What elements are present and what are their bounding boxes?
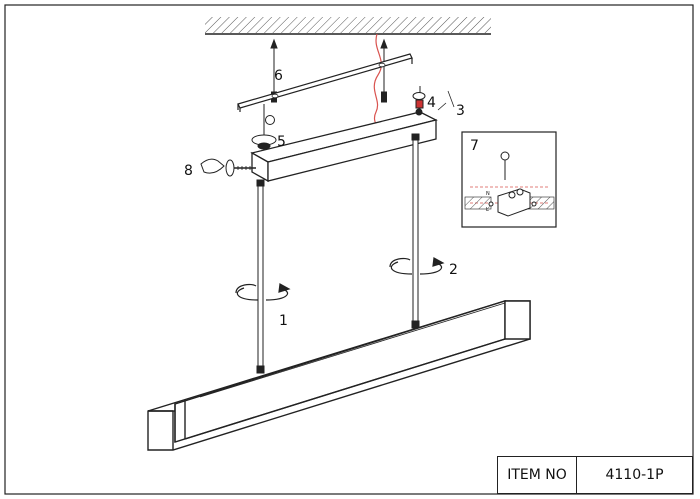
- canopy-screw-left: [251, 104, 277, 150]
- luminaire-body: [147, 300, 531, 451]
- callout-8: 8: [184, 163, 193, 179]
- title-block: ITEM NO 4110-1P: [497, 456, 693, 494]
- canopy-screw-right: [412, 86, 426, 116]
- terminal-block-detail: N L: [461, 131, 557, 228]
- terminal-label-l: L: [486, 207, 489, 213]
- callout-1: 1: [279, 313, 288, 329]
- canopy: [250, 111, 438, 183]
- terminal-label-n: N: [486, 191, 490, 197]
- rotation-arrow-1: [235, 283, 291, 301]
- suspension-rod-left: [256, 179, 265, 374]
- ceiling: [205, 17, 491, 35]
- callout-4: 4: [427, 95, 436, 111]
- leader-lines: [437, 90, 455, 111]
- drawing-border: [4, 4, 694, 495]
- suspension-rod-right: [411, 133, 420, 329]
- callout-2: 2: [449, 262, 458, 278]
- callout-5: 5: [277, 134, 286, 150]
- callout-6: 6: [274, 68, 283, 84]
- ceiling-screw-right: [380, 38, 388, 103]
- side-fixing-screw: [200, 158, 256, 177]
- callout-7: 7: [470, 138, 479, 154]
- mounting-bracket: [237, 53, 413, 112]
- rotation-arrow-2: [389, 257, 445, 275]
- item-no-label: ITEM NO: [498, 457, 577, 493]
- callout-3: 3: [456, 103, 465, 119]
- item-no-value: 4110-1P: [605, 467, 664, 483]
